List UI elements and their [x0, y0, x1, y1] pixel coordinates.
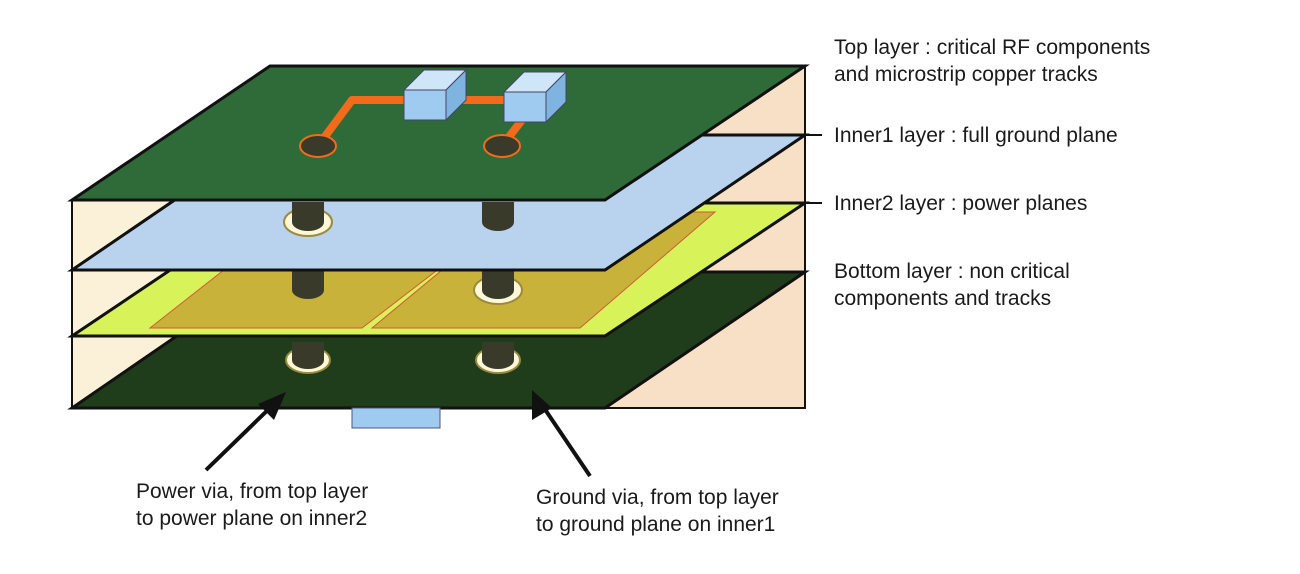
- label-bottom-layer: Bottom layer : non critical components a…: [834, 258, 1070, 312]
- top-ground-via: [483, 134, 521, 158]
- label-inner2-layer: Inner2 layer : power planes: [834, 190, 1087, 217]
- arrow-icon: [204, 392, 286, 472]
- inner1-power-via: [283, 202, 333, 237]
- label-bottom-layer-line1: Bottom layer : non critical: [834, 260, 1070, 283]
- inner1-ground-via: [482, 202, 514, 231]
- rf-component-1: [402, 68, 468, 122]
- label-inner1-layer: Inner1 layer : full ground plane: [834, 122, 1118, 149]
- label-power-via-line2: to power plane on inner2: [136, 507, 368, 530]
- inner2-power-via: [292, 270, 324, 299]
- bottom-ground-via: [475, 342, 521, 374]
- label-inner2-layer-line1: Inner2 layer : power planes: [834, 192, 1088, 215]
- inner2-ground-via: [473, 270, 523, 305]
- label-power-via-line1: Power via, from top layer: [136, 480, 369, 503]
- top-layer-plane: [67, 64, 810, 202]
- label-top-layer-line1: Top layer : critical RF components: [834, 36, 1151, 59]
- label-ground-via: Ground via, from top layer to ground pla…: [536, 484, 779, 538]
- rf-component-2: [502, 70, 568, 124]
- label-bottom-layer-line2: components and tracks: [834, 287, 1052, 310]
- microstrip-track-left: [314, 96, 412, 149]
- top-power-via: [299, 134, 337, 158]
- label-inner1-layer-line1: Inner1 layer : full ground plane: [834, 124, 1118, 147]
- arrow-icon: [532, 390, 592, 478]
- bottom-component: [351, 407, 441, 429]
- label-power-via: Power via, from top layer to power plane…: [136, 478, 368, 532]
- label-top-layer-line2: and microstrip copper tracks: [834, 63, 1098, 86]
- label-ground-via-line2: to ground plane on inner1: [536, 513, 776, 536]
- label-ground-via-line1: Ground via, from top layer: [536, 486, 779, 509]
- label-top-layer: Top layer : critical RF components and m…: [834, 34, 1150, 88]
- bottom-power-via: [285, 342, 331, 374]
